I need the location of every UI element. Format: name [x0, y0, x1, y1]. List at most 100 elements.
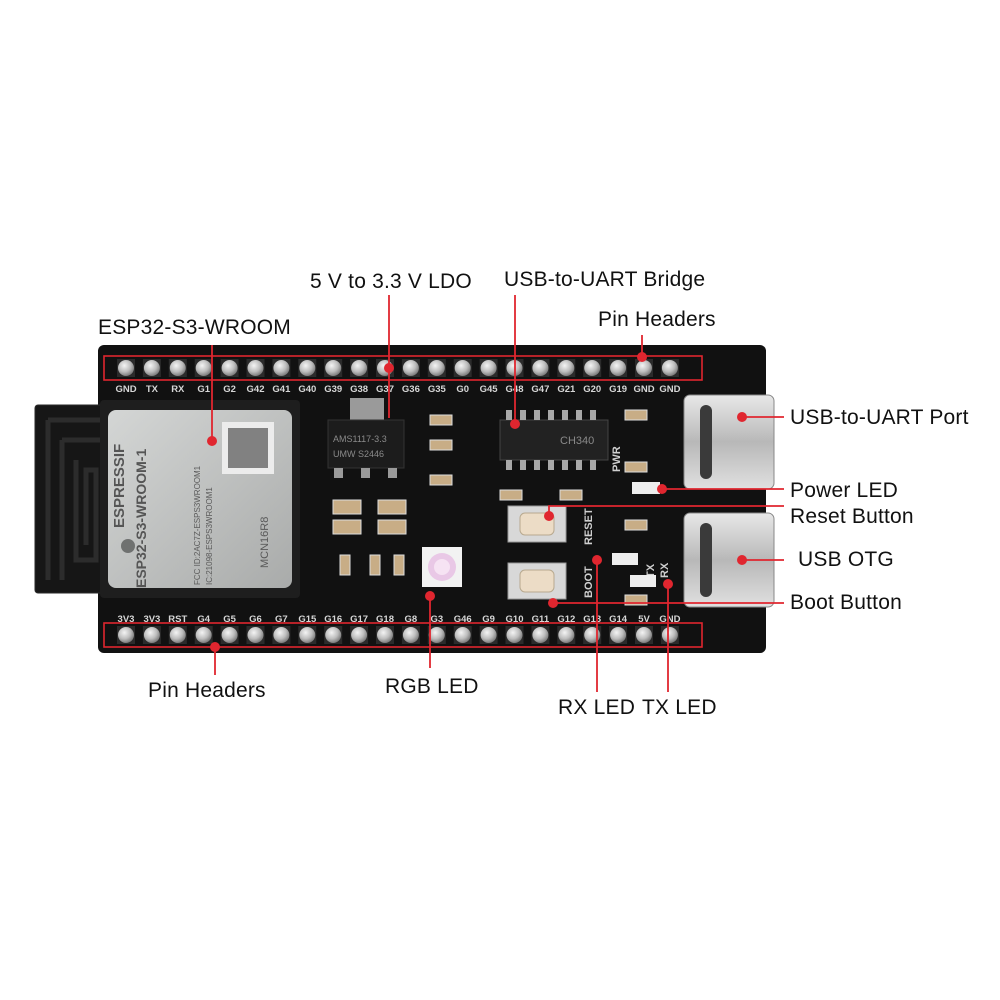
header-pin-bottom	[273, 627, 290, 643]
pin-label-top: G1	[197, 384, 210, 395]
pin-label-top: G21	[557, 384, 576, 395]
rgb-led	[422, 547, 462, 587]
pin-label-bottom: G8	[405, 614, 418, 625]
uart-bridge-chip: CH340	[499, 410, 609, 470]
pin-label-top: GND	[115, 384, 136, 395]
pin-label-top: G40	[298, 384, 316, 395]
header-pin-top	[402, 360, 419, 376]
header-pin-bottom	[195, 627, 212, 643]
label-pin-headers-bottom: Pin Headers	[148, 679, 266, 702]
header-pin-bottom	[299, 627, 316, 643]
pin-label-top: G19	[609, 384, 627, 395]
header-pin-bottom	[661, 627, 678, 643]
pin-label-bottom: G6	[249, 614, 262, 625]
tx-led	[630, 575, 656, 587]
power-led	[632, 482, 660, 494]
ldo-chip: AMS1117-3.3 UMW S2446	[327, 398, 405, 478]
reset-button-part	[507, 505, 567, 543]
label-ldo: 5 V to 3.3 V LDO	[310, 270, 472, 293]
pin-label-top: G47	[531, 384, 549, 395]
pin-label-bottom: G16	[324, 614, 342, 625]
header-pin-bottom	[480, 627, 497, 643]
pin-label-top: GND	[659, 384, 680, 395]
pin-label-bottom: G4	[197, 614, 210, 625]
pin-label-bottom: G13	[583, 614, 601, 625]
pin-label-bottom: 3V3	[143, 614, 160, 625]
pin-row-bottom	[117, 626, 679, 644]
label-power-led: Power LED	[790, 479, 899, 502]
silk-reset: RESET	[583, 508, 595, 545]
module-fcc: FCC ID:2AC7Z-ESPS3WROOM1	[193, 465, 202, 585]
silk-rx: RX	[659, 562, 671, 578]
callout-dots	[207, 352, 747, 652]
pin-label-top: G45	[480, 384, 499, 395]
pin-label-bottom: G3	[430, 614, 443, 625]
label-uart-bridge: USB-to-UART Bridge	[504, 268, 706, 291]
pin-header-bottom-outline	[103, 622, 703, 648]
ldo-chip-code: UMW S2446	[333, 449, 384, 459]
header-pin-bottom	[428, 627, 445, 643]
pin-label-top: TX	[146, 384, 159, 395]
header-pin-top	[636, 360, 652, 376]
passive-components	[332, 409, 648, 606]
pin-label-bottom: G17	[350, 614, 368, 625]
usb-otg-port	[683, 512, 775, 608]
header-pin-bottom	[169, 627, 186, 643]
pin-label-bottom: GND	[659, 614, 680, 625]
callout-lines	[211, 295, 784, 692]
label-uart-port: USB-to-UART Port	[790, 406, 969, 429]
pin-label-top: G0	[456, 384, 469, 395]
pin-label-top: G42	[247, 384, 265, 395]
pin-label-bottom: G14	[609, 614, 628, 625]
pin-label-bottom: 5V	[638, 614, 650, 625]
label-pin-headers-top: Pin Headers	[598, 308, 716, 331]
header-pin-top	[428, 360, 445, 376]
header-pin-top	[195, 360, 212, 376]
header-pin-top	[584, 360, 601, 376]
header-pin-top	[273, 360, 290, 376]
pin-label-bottom: RST	[168, 614, 187, 625]
label-boot-button: Boot Button	[790, 591, 902, 614]
header-pin-top	[610, 360, 627, 376]
header-pin-bottom	[402, 627, 419, 643]
pin-label-bottom: G7	[275, 614, 288, 625]
pin-label-top: GND	[633, 384, 654, 395]
header-pin-top	[221, 360, 238, 376]
boot-button-part	[507, 562, 567, 600]
header-pin-bottom	[532, 627, 549, 643]
header-pin-bottom	[377, 627, 393, 643]
pin-label-top: G38	[350, 384, 368, 395]
header-pin-top	[532, 360, 549, 376]
label-rx-led: RX LED	[558, 696, 636, 719]
header-pin-top	[454, 360, 471, 376]
ldo-chip-label: AMS1117-3.3	[333, 434, 387, 444]
pin-row-top	[117, 359, 679, 377]
pin-label-top: G20	[583, 384, 601, 395]
header-pin-bottom	[325, 627, 342, 643]
silk-boot: BOOT	[583, 566, 595, 598]
antenna-area	[34, 404, 116, 594]
header-pin-top	[299, 360, 316, 376]
module-ic: IC:21098-ESPS3WROOM1	[205, 487, 214, 585]
header-pin-bottom	[636, 627, 652, 643]
module-model: ESP32-S3-WROOM-1	[133, 449, 149, 588]
label-tx-led: TX LED	[642, 696, 717, 719]
header-pin-bottom	[143, 627, 160, 643]
label-usb-otg: USB OTG	[798, 548, 894, 571]
pin-label-bottom: G9	[482, 614, 495, 625]
pin-label-top: G41	[272, 384, 291, 395]
pin-label-top: G37	[376, 384, 394, 395]
header-pin-top	[118, 360, 134, 376]
pin-label-top: G36	[402, 384, 420, 395]
silk-tx: TX	[645, 563, 657, 578]
header-pin-bottom	[247, 627, 264, 643]
header-pin-top	[169, 360, 186, 376]
bridge-chip-label: CH340	[560, 435, 594, 447]
rx-led	[612, 553, 638, 565]
module-part: MCN16R8	[259, 517, 271, 568]
pin-label-top: G39	[324, 384, 342, 395]
pin-label-bottom: G46	[454, 614, 472, 625]
header-pin-top	[480, 360, 497, 376]
header-pin-top	[558, 360, 575, 376]
